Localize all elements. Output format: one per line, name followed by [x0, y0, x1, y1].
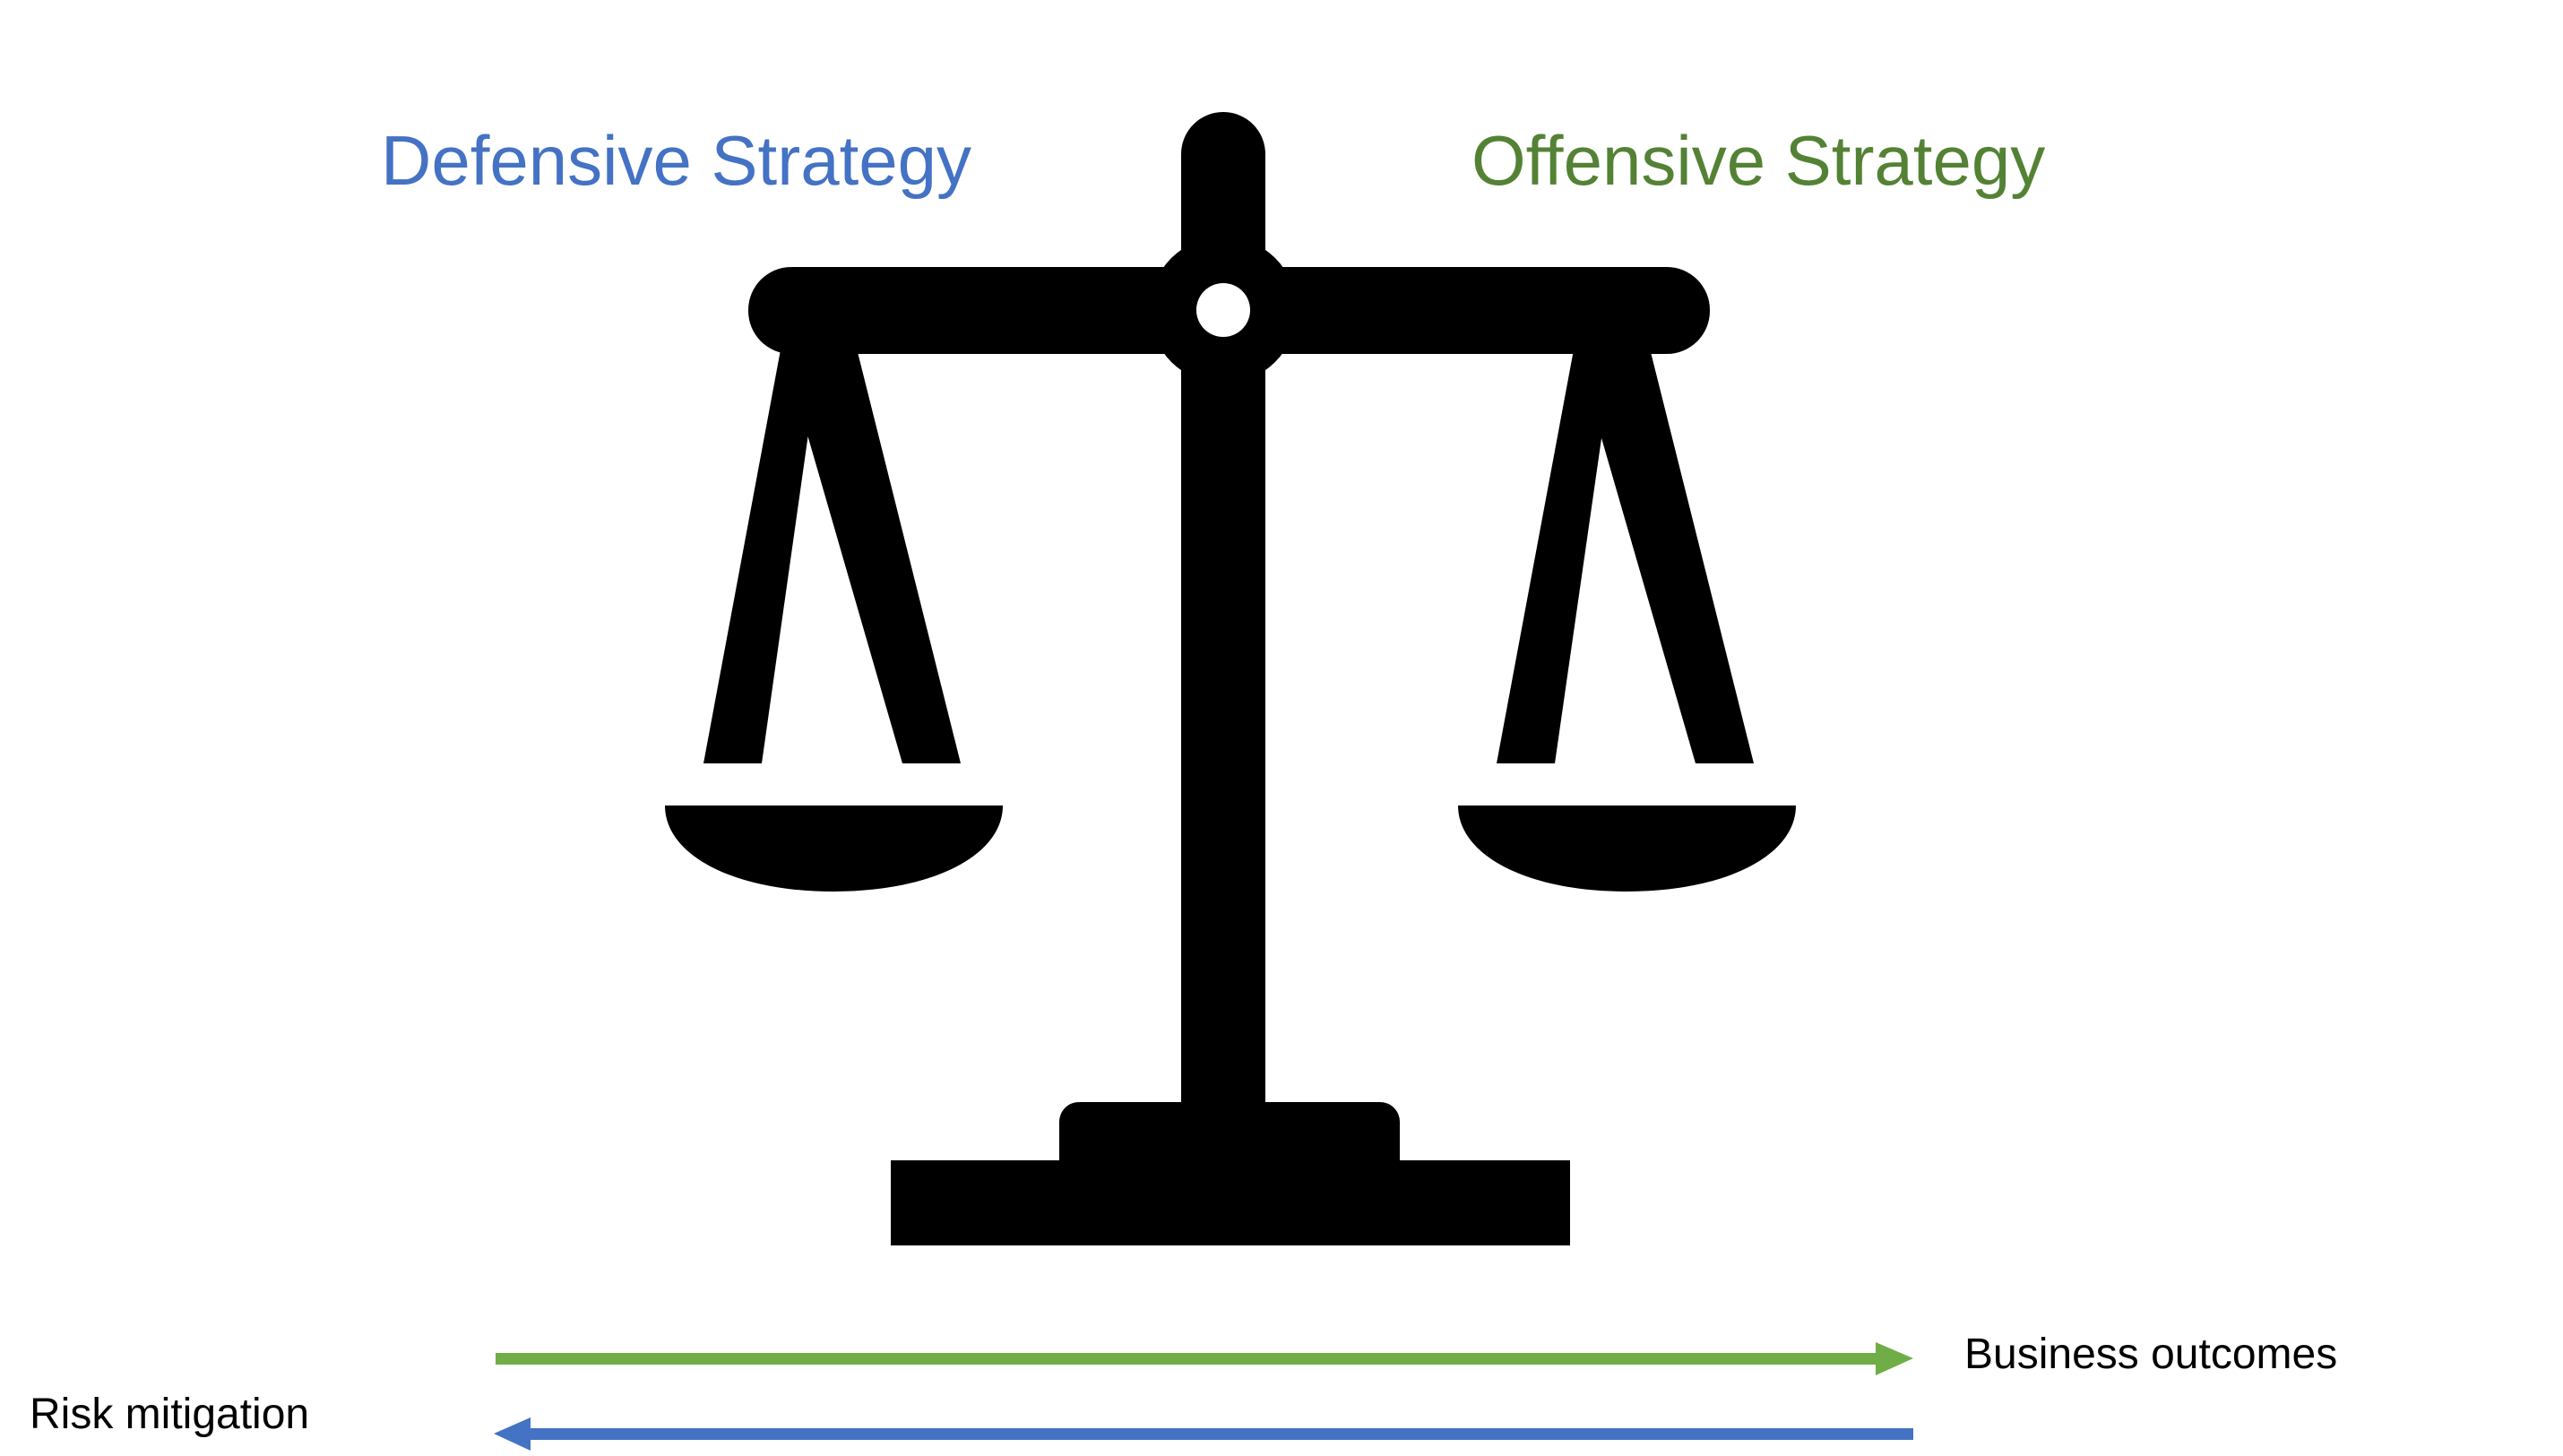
business-arrow-shaft [496, 1353, 1880, 1365]
left-hanger-left-strut [703, 345, 821, 763]
scale-pole [1181, 269, 1265, 1129]
defensive-strategy-title: Defensive Strategy [381, 121, 972, 200]
arrow-right-icon [496, 1342, 1913, 1375]
offensive-strategy-title: Offensive Strategy [1471, 121, 2046, 200]
balance-scale-icon [665, 112, 1796, 1245]
arrow-left-icon [494, 1417, 1913, 1451]
left-hanger-right-strut [781, 345, 961, 763]
risk-arrow-shaft [524, 1428, 1913, 1440]
left-pan [665, 806, 1003, 892]
right-hanger-left-strut [1497, 345, 1615, 763]
scale-base [891, 1160, 1570, 1245]
right-hanger-right-strut [1575, 345, 1754, 763]
scale-pivot-hole [1196, 283, 1250, 337]
business-outcomes-label: Business outcomes [1964, 1331, 2338, 1378]
business-arrow-head [1876, 1342, 1913, 1375]
right-pan [1458, 806, 1796, 892]
risk-mitigation-label: Risk mitigation [30, 1391, 310, 1438]
risk-arrow-head [494, 1417, 531, 1451]
